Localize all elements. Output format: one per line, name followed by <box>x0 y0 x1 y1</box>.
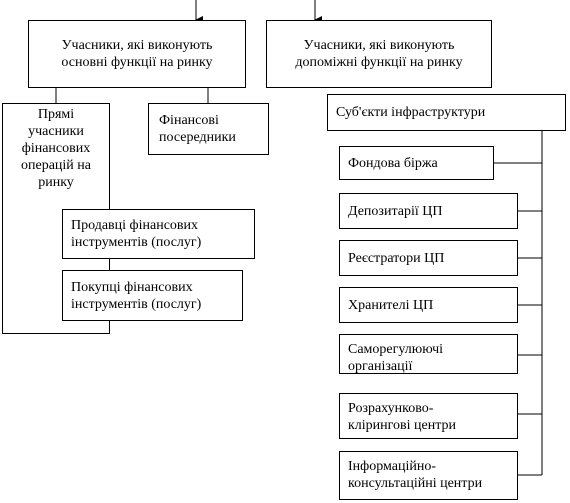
direct-participants-line: учасники <box>28 124 84 139</box>
infra-item-label: Реєстратори ЦП <box>348 250 445 266</box>
buyers-line: Покупці фінансових <box>71 279 193 295</box>
infra-item-label: Саморегулюючі <box>348 342 444 357</box>
infrastructure-header-box: Суб'єкти інфраструктури <box>327 94 566 131</box>
infra-item-label: Хранителі ЦП <box>348 297 434 313</box>
infra-item-label: Інформаційно- <box>348 459 437 474</box>
sellers-box: Продавці фінансових інструментів (послуг… <box>62 209 255 259</box>
financial-intermediaries-line: посередники <box>159 130 236 145</box>
infra-item-label: клірингові центри <box>348 418 457 433</box>
infra-item-label: організації <box>348 359 413 374</box>
direct-participants-line: операцій на <box>21 158 91 173</box>
buyers-line: інструментів (послуг) <box>71 296 202 312</box>
main-functions-box: Учасники, які виконують основні функції … <box>28 20 246 88</box>
infra-item-label: Розрахунково- <box>348 401 434 416</box>
financial-intermediaries-line: Фінансові <box>159 113 219 128</box>
sellers-line: Продавці фінансових <box>71 218 199 233</box>
buyers-box: Покупці фінансових інструментів (послуг) <box>62 270 243 321</box>
infra-item-label: Депозитарії ЦП <box>348 203 443 219</box>
financial-intermediaries-box: Фінансові посередники <box>148 103 269 155</box>
infra-item-label: Фондова біржа <box>348 155 438 171</box>
infra-item-info-consulting-centers: Інформаційно- консультаційні центри <box>339 451 518 500</box>
auxiliary-functions-line: Учасники, які виконують <box>303 38 455 53</box>
infra-item-stock-exchange: Фондова біржа <box>339 146 494 180</box>
auxiliary-functions-box: Учасники, які виконують допоміжні функці… <box>266 20 492 88</box>
main-functions-line: основні функції на ринку <box>61 55 213 70</box>
direct-participants-line: ринку <box>38 175 74 190</box>
infra-item-self-regulatory: Саморегулюючі організації <box>339 334 518 374</box>
direct-participants-line: фінансових <box>21 141 91 156</box>
auxiliary-functions-line: допоміжні функції на ринку <box>295 55 463 70</box>
direct-participants-line: Прямі <box>37 107 75 122</box>
infra-item-custodians: Хранителі ЦП <box>339 287 518 323</box>
infra-item-registrars: Реєстратори ЦП <box>339 240 518 276</box>
main-functions-line: Учасники, які виконують <box>61 38 213 53</box>
infrastructure-title: Суб'єкти інфраструктури <box>336 105 486 120</box>
infra-item-depositories: Депозитарії ЦП <box>339 193 518 229</box>
sellers-line: інструментів (послуг) <box>71 235 202 250</box>
infra-item-label: консультаційні центри <box>348 476 483 491</box>
infra-item-clearing-centers: Розрахунково- клірингові центри <box>339 393 518 439</box>
